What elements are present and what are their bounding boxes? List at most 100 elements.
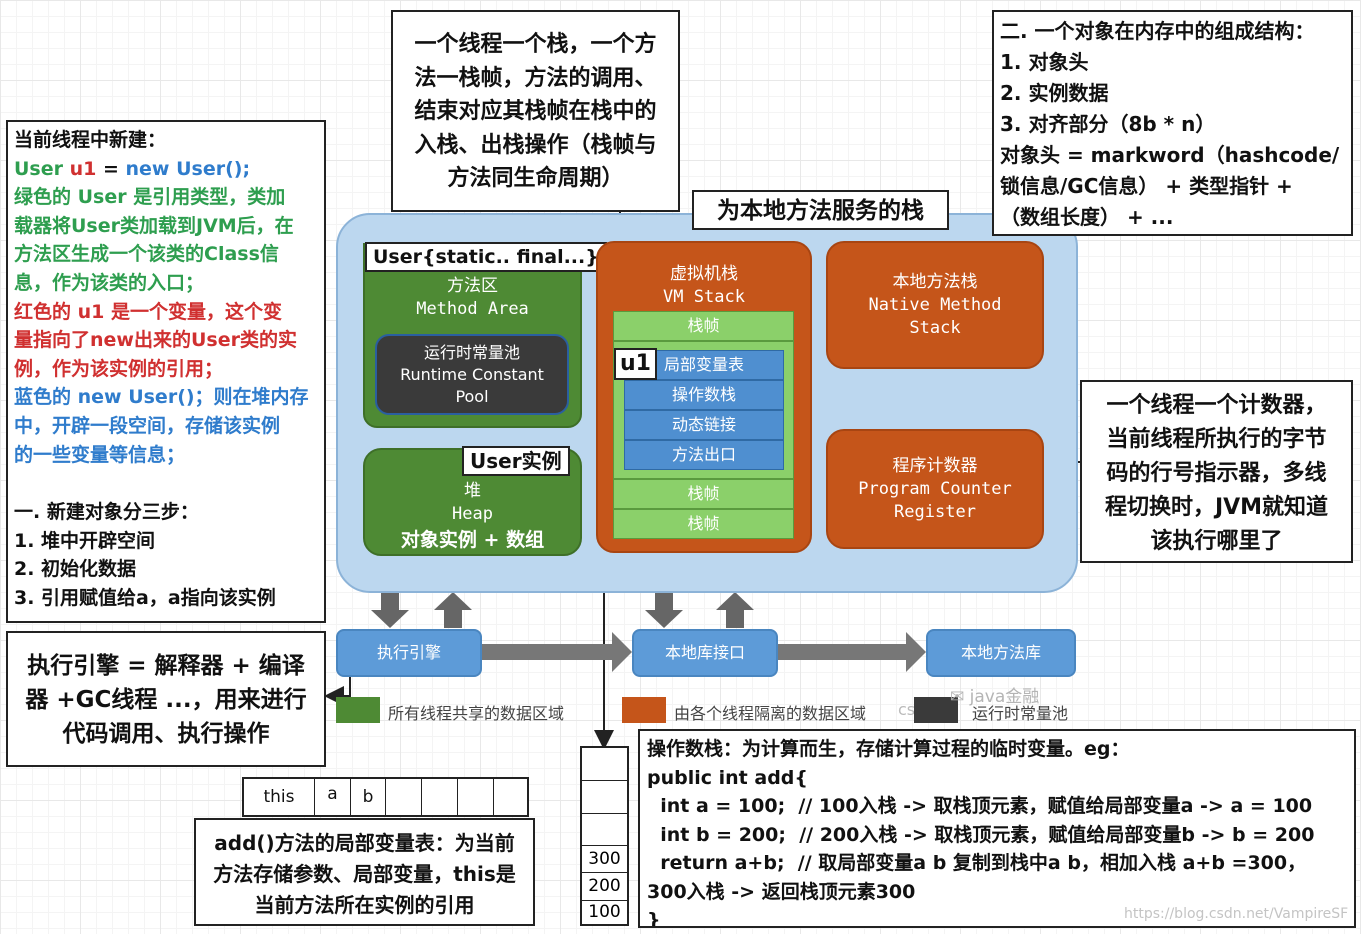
- code-new-user: new User();: [125, 157, 251, 180]
- wechat-icon: ✉: [950, 687, 965, 707]
- method-area-cn: 方法区: [447, 276, 498, 296]
- wechat-watermark-text: java金融: [969, 687, 1040, 707]
- operand-stack: 300 200 100: [580, 746, 629, 926]
- footer-watermark: https://blog.csdn.net/VampireSF: [1124, 906, 1349, 922]
- wechat-watermark: ✉ java金融: [950, 682, 1039, 707]
- user-instance-tag: User实例: [462, 446, 570, 476]
- heap-sub: 对象实例 + 数组: [400, 529, 545, 551]
- operand-code-line-4: return a+b; // 取局部变量a b 复制到栈中a b，相加入栈 a+…: [647, 852, 1307, 874]
- green-text-2: 载器将User类加载到JVM后，在: [14, 214, 294, 237]
- local-var-note-line-3: 当前方法所在实例的引用: [254, 893, 475, 917]
- engine-note-line-1: 执行引擎 = 解释器 + 编译: [27, 653, 305, 679]
- left-note-code: User u1 = new User();: [14, 155, 318, 184]
- stack-frame-top: 栈帧: [613, 311, 794, 341]
- legend-constant-swatch: [914, 697, 958, 723]
- red-text-2: 量指向了new出来的User类的实: [14, 329, 297, 352]
- pc-note: 一个线程一个计数器， 当前线程所执行的字节 码的行号指示器，多线 程切换时，JV…: [1080, 380, 1353, 563]
- blue-text-3: 的一些变量等信息；: [14, 443, 186, 466]
- code-equals: =: [96, 157, 126, 180]
- green-text-4: 息，作为该类的入口；: [14, 271, 205, 294]
- pc-note-line-2: 当前线程所执行的字节: [1106, 427, 1327, 452]
- stack-note-line-4: 入栈、出栈操作（栈帧与: [414, 132, 657, 158]
- lvt-cell-empty-2: [422, 779, 458, 815]
- heap-cn: 堆: [464, 481, 481, 501]
- lvt-cell-a: a: [315, 779, 351, 815]
- operand-code-line-5: 300入栈 -> 返回栈顶元素300: [647, 880, 916, 903]
- vm-stack-cn: 虚拟机栈: [670, 264, 738, 284]
- object-note-line-4: 3. 对齐部分（8b * n）: [1000, 112, 1216, 136]
- native-library: 本地方法库: [926, 629, 1076, 677]
- native-interface: 本地库接口: [632, 629, 778, 677]
- method-area-tag: User{static.. final...}: [365, 242, 607, 272]
- operand-code-line-3: int b = 200; // 200入栈 -> 取栈顶元素，赋值给局部变量b …: [647, 823, 1315, 846]
- object-note-line-5: 对象头 = markword（hashcode/: [1000, 143, 1340, 167]
- local-var-note-line-2: 方法存储参数、局部变量，this是: [213, 862, 516, 886]
- execution-engine: 执行引擎: [336, 629, 482, 677]
- constant-pool: 运行时常量池 Runtime Constant Pool: [375, 334, 569, 415]
- left-note-title: 当前线程中新建：: [14, 129, 167, 151]
- operand-slot-3: [582, 814, 627, 846]
- object-note-line-2: 1. 对象头: [1000, 50, 1089, 74]
- engine-note: 执行引擎 = 解释器 + 编译 器 +GC线程 ...，用来进行 代码调用、执行…: [6, 631, 326, 767]
- steps-title: 一. 新建对象分三步：: [14, 501, 199, 524]
- left-note: 当前线程中新建： User u1 = new User(); 绿色的 User …: [6, 120, 326, 623]
- lvt-cell-this: this: [244, 779, 315, 815]
- operand-code-line-2: int a = 100; // 100入栈 -> 取栈顶元素，赋值给局部变量a …: [647, 795, 1313, 817]
- engine-note-line-3: 代码调用、执行操作: [62, 721, 270, 747]
- stack-note-line-3: 结束对应其栈帧在栈中的: [414, 99, 657, 124]
- native-method-stack: 本地方法栈 Native Method Stack: [826, 241, 1044, 369]
- legend-constant-label: 运行时常量池: [972, 704, 1069, 723]
- red-text-1: 红色的 u1 是一个变量，这个变: [14, 300, 282, 323]
- legend-isolated-swatch: [622, 697, 666, 723]
- object-structure-note: 二. 一个对象在内存中的组成结构： 1. 对象头 2. 实例数据 3. 对齐部分…: [992, 10, 1353, 236]
- pc-note-line-4: 程切换时，JVM就知道: [1104, 495, 1329, 520]
- red-text-3: 例，作为该实例的引用；: [14, 357, 224, 380]
- operand-code-line-1: public int add{: [647, 766, 808, 789]
- constant-pool-line-3: Pool: [455, 387, 489, 406]
- method-area-en: Method Area: [416, 299, 529, 319]
- operand-slot-2: [582, 781, 627, 814]
- constant-pool-line-1: 运行时常量池: [423, 343, 520, 362]
- pc-en-1: Program Counter: [858, 479, 1012, 499]
- local-var-note: add()方法的局部变量表：为当前 方法存储参数、局部变量，this是 当前方法…: [194, 818, 535, 926]
- pc-en-2: Register: [894, 502, 976, 522]
- native-stack-en-2: Stack: [909, 318, 961, 338]
- step-2: 2. 初始化数据: [14, 558, 137, 581]
- local-variable-table: this a b: [242, 777, 529, 817]
- object-note-line-7: （数组长度） + ...: [1000, 205, 1174, 229]
- frame-item-operand: 操作数栈: [624, 380, 784, 410]
- frame-item-dynamic-link: 动态链接: [624, 410, 784, 440]
- vertical-arrows: [371, 592, 754, 628]
- lvt-cell-empty-4: [494, 779, 527, 815]
- program-counter: 程序计数器 Program Counter Register: [826, 429, 1044, 549]
- stack-note: 一个线程一个栈，一个方 法一栈帧，方法的调用、 结束对应其栈帧在栈中的 入栈、出…: [391, 10, 680, 212]
- pc-note-line-1: 一个线程一个计数器，: [1106, 393, 1327, 418]
- pc-cn: 程序计数器: [892, 456, 978, 476]
- legend-isolated-label: 由各个线程隔离的数据区域: [674, 704, 867, 723]
- operand-note-title: 操作数栈：为计算而生，存储计算过程的临时变量。eg：: [647, 738, 1130, 760]
- operand-slot-100: 100: [588, 901, 621, 922]
- local-var-note-line-1: add()方法的局部变量表：为当前: [214, 831, 515, 855]
- heap-en: Heap: [452, 504, 493, 524]
- pc-note-line-5: 该执行哪里了: [1150, 529, 1283, 554]
- code-user-type: User: [14, 157, 70, 180]
- operand-code-line-6: }: [647, 909, 661, 928]
- stack-frame-2: 栈帧: [613, 479, 794, 509]
- u1-tag: u1: [614, 348, 657, 380]
- object-note-line-1: 二. 一个对象在内存中的组成结构：: [1000, 19, 1315, 43]
- vm-stack-en: VM Stack: [663, 287, 745, 307]
- green-text-3: 方法区生成一个该类的Class信: [14, 243, 279, 266]
- engine-note-line-2: 器 +GC线程 ...，用来进行: [25, 687, 307, 713]
- step-1: 1. 堆中开辟空间: [14, 529, 156, 552]
- legend-shared-swatch: [336, 697, 380, 723]
- operand-slot-200: 200: [582, 873, 627, 901]
- native-stack-en-1: Native Method: [868, 295, 1002, 315]
- step-3: 3. 引用赋值给a，a指向该实例: [14, 586, 276, 609]
- operand-slot-1: [582, 748, 627, 782]
- pc-note-line-3: 码的行号指示器，多线: [1106, 461, 1327, 486]
- constant-pool-line-2: Runtime Constant: [400, 365, 544, 384]
- code-u1-var: u1: [69, 157, 97, 180]
- object-note-line-6: 锁信息/GC信息） + 类型指针 +: [1000, 174, 1293, 198]
- legend-shared-label: 所有线程共享的数据区域: [388, 704, 565, 723]
- blue-text-1: 蓝色的 new User()；则在堆内存: [14, 386, 309, 409]
